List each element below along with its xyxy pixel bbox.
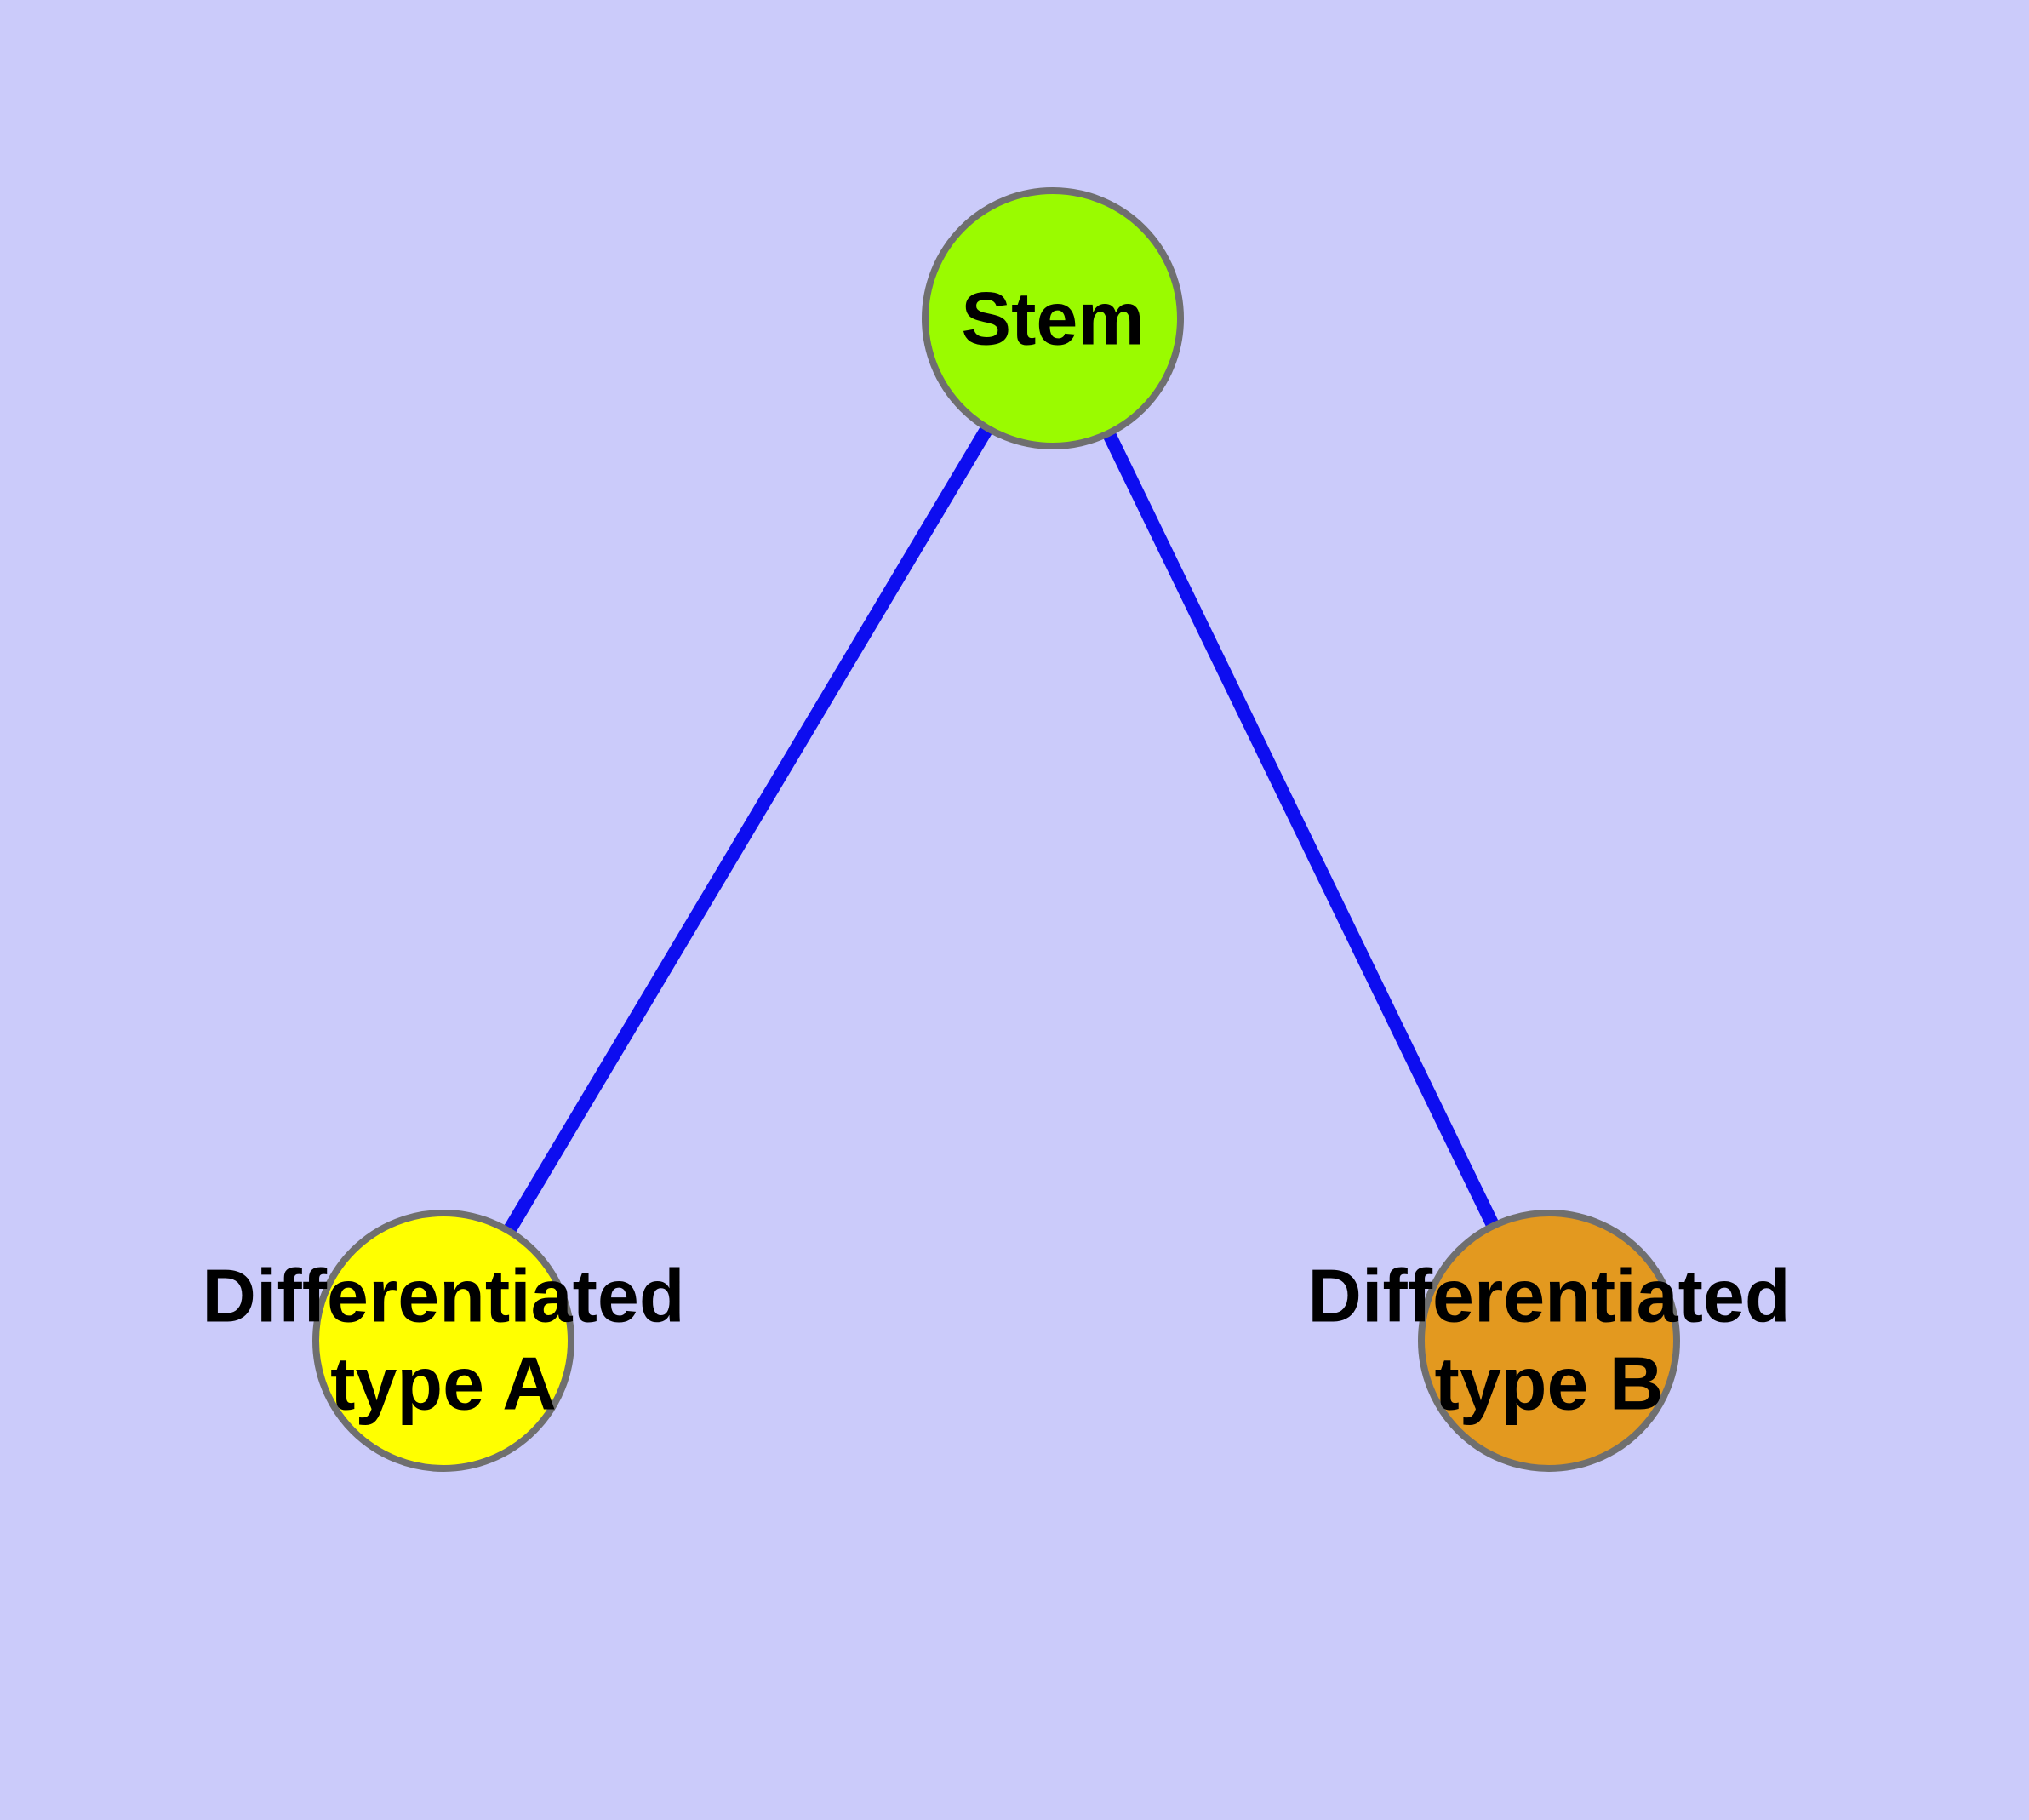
node-stem-label: Stem [961,277,1144,361]
node-type-b-label-line-2: type B [1435,1342,1664,1426]
node-differentiated-type-a [312,1210,574,1472]
edge-stem-to-type-b [1046,315,1556,1344]
node-stem [922,187,1184,449]
node-type-a-label-line-1: Differentiated [202,1254,684,1338]
node-type-a-label-line-2: type A [330,1342,557,1426]
node-differentiated-type-b [1418,1210,1680,1472]
node-type-b-label-line-1: Differentiated [1307,1254,1790,1338]
edge-stem-to-type-a [437,314,1059,1345]
